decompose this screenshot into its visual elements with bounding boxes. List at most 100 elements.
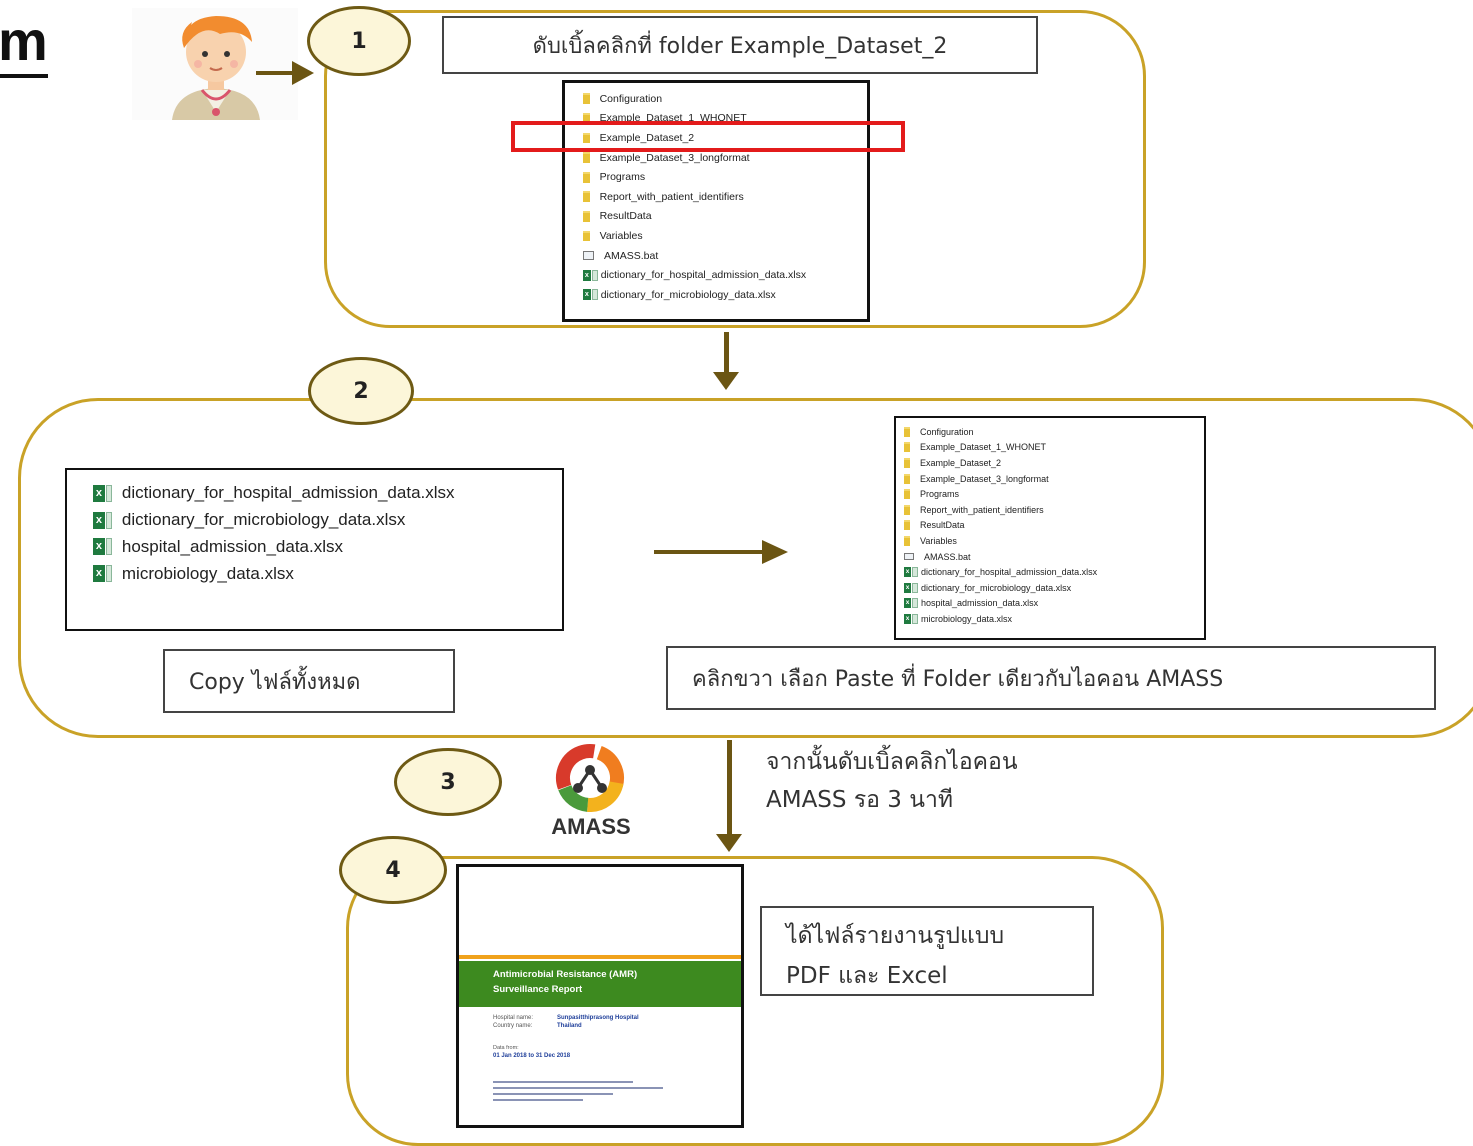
step2-dest-file-item[interactable]: AMASS.bat bbox=[896, 549, 1204, 565]
step3-instruction-line2: AMASS รอ 3 นาที bbox=[766, 787, 954, 813]
arrow-step1-to-step2-head bbox=[713, 372, 739, 390]
step2-dest-file-item[interactable]: Configuration bbox=[896, 424, 1204, 440]
step2-badge: 2 bbox=[308, 357, 414, 425]
excel-file-icon: x bbox=[93, 538, 112, 556]
step2-dest-file-item-label: Example_Dataset_1_WHONET bbox=[920, 442, 1047, 453]
step4-result-box: ได้ไฟล์รายงานรูปแบบ PDF และ Excel bbox=[760, 906, 1094, 996]
step1-explorer-item[interactable]: Example_Dataset_3_longformat bbox=[565, 148, 867, 168]
excel-file-icon: x bbox=[583, 269, 598, 281]
step4-badge: 4 bbox=[339, 836, 447, 904]
step2-dest-file-item[interactable]: Report_with_patient_identifiers bbox=[896, 502, 1204, 518]
arrow-copy-to-paste bbox=[654, 550, 764, 554]
step1-explorer-item-label: ResultData bbox=[599, 210, 652, 223]
step2-dest-file-item[interactable]: Example_Dataset_1_WHONET bbox=[896, 440, 1204, 456]
report-hospital-value: Sunpasitthiprasong Hospital bbox=[557, 1015, 639, 1021]
step2-source-file-item-label: dictionary_for_microbiology_data.xlsx bbox=[121, 510, 406, 530]
step2-dest-file-item-label: AMASS.bat bbox=[924, 551, 971, 562]
folder-icon bbox=[904, 504, 910, 515]
arrow-avatar-to-step1-head bbox=[292, 61, 314, 85]
step1-explorer-item-label: Report_with_patient_identifiers bbox=[599, 190, 744, 203]
report-country-value: Thailand bbox=[557, 1023, 582, 1029]
step2-dest-file-item-label: dictionary_for_microbiology_data.xlsx bbox=[921, 582, 1072, 593]
report-country-label: Country name: bbox=[493, 1023, 533, 1029]
amass-logo[interactable]: AMASS bbox=[536, 742, 646, 839]
folder-icon bbox=[904, 457, 910, 468]
excel-file-icon: x bbox=[904, 598, 918, 609]
report-date-label: Data from: bbox=[493, 1045, 519, 1051]
excel-file-icon: x bbox=[583, 289, 598, 301]
batch-file-icon bbox=[904, 552, 914, 561]
folder-icon bbox=[904, 426, 910, 437]
step1-explorer-item-label: AMASS.bat bbox=[604, 249, 659, 262]
folder-icon bbox=[583, 152, 590, 163]
step2-source-file-item-label: hospital_admission_data.xlsx bbox=[121, 536, 344, 556]
page-title-fragment: m bbox=[0, 8, 48, 78]
excel-file-icon: x bbox=[93, 565, 112, 583]
folder-icon bbox=[583, 93, 590, 105]
folder-icon bbox=[904, 535, 910, 546]
step3-badge: 3 bbox=[394, 748, 502, 816]
step1-explorer-item[interactable]: ResultData bbox=[565, 207, 867, 227]
step2-dest-file-item[interactable]: Variables bbox=[896, 533, 1204, 549]
step1-explorer-item-label: Example_Dataset_3_longformat bbox=[599, 151, 750, 164]
step1-explorer-item-label: Variables bbox=[599, 229, 643, 242]
arrow-step2-to-step4 bbox=[727, 740, 732, 836]
step2-dest-file-item-label: Variables bbox=[920, 535, 957, 546]
folder-icon bbox=[583, 171, 590, 183]
step2-dest-file-item[interactable]: ResultData bbox=[896, 518, 1204, 534]
report-hospital-label: Hospital name: bbox=[493, 1015, 534, 1021]
step2-source-file-item[interactable]: x microbiology_data.xlsx bbox=[93, 560, 562, 587]
step2-dest-file-item[interactable]: Example_Dataset_2 bbox=[896, 455, 1204, 471]
step2-source-file-item[interactable]: x hospital_admission_data.xlsx bbox=[93, 534, 562, 561]
step1-explorer-item-label: Configuration bbox=[599, 92, 663, 105]
step2-dest-file-item-label: microbiology_data.xlsx bbox=[921, 613, 1013, 624]
amass-logo-icon bbox=[556, 744, 624, 812]
step1-explorer-item[interactable]: Programs bbox=[565, 167, 867, 187]
step2-dest-file-item-label: Example_Dataset_2 bbox=[920, 457, 1002, 468]
report-document[interactable]: Antimicrobial Resistance (AMR) Surveilla… bbox=[456, 864, 744, 1128]
step3-instruction-line1: จากนั้นดับเบิ้ลคลิกไอคอน bbox=[766, 749, 1018, 775]
step2-dest-file-item-label: ResultData bbox=[920, 520, 965, 531]
excel-file-icon: x bbox=[904, 613, 918, 624]
folder-icon bbox=[583, 112, 590, 124]
step1-explorer-item[interactable]: Report_with_patient_identifiers bbox=[565, 187, 867, 207]
arrow-step1-to-step2 bbox=[724, 332, 729, 374]
step1-instruction: ดับเบิ้ลคลิกที่ folder Example_Dataset_2 bbox=[442, 16, 1038, 74]
step4-result-line1: ได้ไฟล์รายงานรูปแบบ bbox=[786, 923, 1005, 949]
step4-result-line2: PDF และ Excel bbox=[786, 963, 948, 989]
step1-explorer-item[interactable]: Configuration bbox=[565, 89, 867, 109]
report-green-banner bbox=[459, 961, 741, 1007]
step2-copy-instruction: Copy ไฟล์ทั้งหมด bbox=[163, 649, 455, 713]
report-banner-line1: Antimicrobial Resistance (AMR) bbox=[493, 969, 638, 980]
report-orange-stripe bbox=[459, 955, 741, 959]
excel-file-icon: x bbox=[904, 582, 918, 593]
folder-icon bbox=[904, 442, 910, 453]
step1-explorer-item[interactable]: Example_Dataset_2 bbox=[565, 128, 867, 148]
arrow-avatar-to-step1 bbox=[256, 71, 296, 75]
step2-dest-file-item-label: Report_with_patient_identifiers bbox=[920, 504, 1044, 515]
step2-dest-file-item-label: Example_Dataset_3_longformat bbox=[920, 473, 1049, 484]
excel-file-icon: x bbox=[93, 511, 112, 529]
step1-explorer-item[interactable]: Variables bbox=[565, 226, 867, 246]
step2-source-file-item[interactable]: x dictionary_for_microbiology_data.xlsx bbox=[93, 507, 562, 534]
folder-icon bbox=[583, 132, 590, 144]
folder-icon bbox=[583, 191, 590, 203]
step1-explorer-item-label: dictionary_for_microbiology_data.xlsx bbox=[600, 288, 776, 301]
folder-icon bbox=[904, 473, 910, 484]
step1-explorer-item[interactable]: AMASS.bat bbox=[565, 246, 867, 266]
step2-dest-file-item[interactable]: Example_Dataset_3_longformat bbox=[896, 471, 1204, 487]
excel-file-icon: x bbox=[93, 484, 112, 502]
step2-dest-file-item[interactable]: Programs bbox=[896, 486, 1204, 502]
step2-source-file-item-label: microbiology_data.xlsx bbox=[121, 563, 294, 583]
folder-icon bbox=[583, 210, 590, 222]
batch-file-icon bbox=[583, 251, 594, 260]
